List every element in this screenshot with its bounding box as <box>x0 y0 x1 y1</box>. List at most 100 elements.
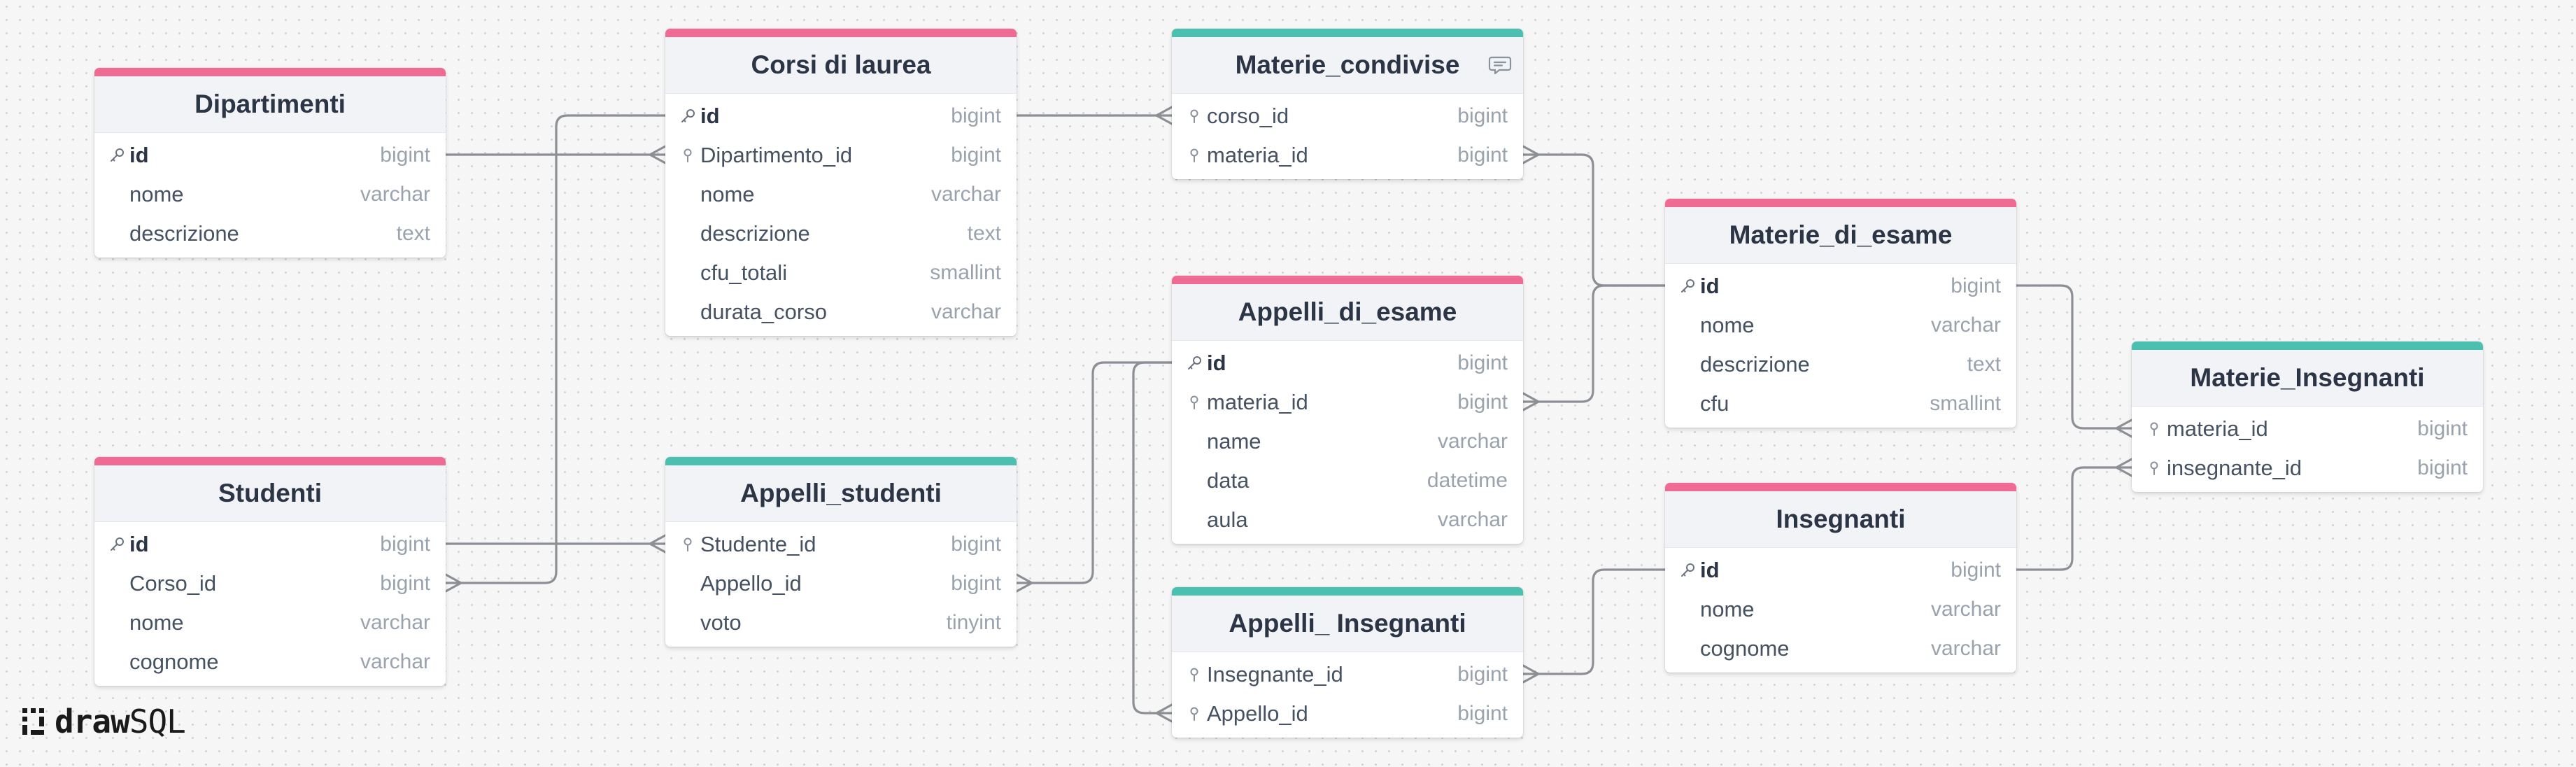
table-title[interactable]: Appelli_di_esame <box>1238 297 1457 326</box>
relation-line[interactable] <box>444 534 667 554</box>
table-title[interactable]: Materie_condivise <box>1235 50 1460 79</box>
column-type: bigint <box>951 143 1001 167</box>
foreign-key-icon <box>2150 461 2158 475</box>
table-header[interactable]: Appelli_di_esame <box>1172 284 1523 341</box>
column-name: id <box>1207 351 1226 375</box>
table-title[interactable]: Insegnanti <box>1776 505 1906 533</box>
column-name: cfu_totali <box>700 260 788 285</box>
table-header[interactable]: Corsi di laurea <box>665 37 1017 94</box>
table-header[interactable]: Studenti <box>94 465 446 522</box>
table-title[interactable]: Appelli_ Insegnanti <box>1229 609 1466 638</box>
relation-line[interactable] <box>444 114 667 593</box>
column-name: durata_corso <box>700 300 827 324</box>
column-name: nome <box>129 182 184 206</box>
table-color-bar <box>1665 483 2016 491</box>
table-title[interactable]: Dipartimenti <box>194 90 346 118</box>
relation-line[interactable] <box>2015 284 2133 438</box>
table-title[interactable]: Appelli_studenti <box>740 479 942 507</box>
table-title[interactable]: Materie_di_esame <box>1729 220 1953 249</box>
column-name: cognome <box>1700 636 1790 661</box>
relation-line[interactable] <box>1015 106 1173 125</box>
table-header[interactable]: Materie_di_esame <box>1665 207 2016 264</box>
table-title[interactable]: Corsi di laurea <box>751 50 931 79</box>
column-type: varchar <box>360 650 430 673</box>
table-header[interactable]: Appelli_ Insegnanti <box>1172 596 1523 652</box>
relation-line[interactable] <box>1522 284 1666 411</box>
table-header[interactable]: Materie_condivise <box>1172 37 1523 94</box>
column-name: cfu <box>1700 391 1729 416</box>
column-type: bigint <box>1457 390 1508 414</box>
column-name: Dipartimento_id <box>700 143 853 167</box>
table-color-bar <box>1172 276 1523 284</box>
relation-line[interactable] <box>1522 568 1666 684</box>
column-name: Studente_id <box>700 532 816 556</box>
relation-line[interactable] <box>2015 458 2133 571</box>
foreign-key-icon <box>1190 668 1198 682</box>
table-title[interactable]: Materie_Insegnanti <box>2190 363 2425 392</box>
relation-line[interactable] <box>1015 361 1173 593</box>
table-title[interactable]: Studenti <box>218 479 322 507</box>
table-header[interactable]: Dipartimenti <box>94 76 446 133</box>
column-type: datetime <box>1427 469 1508 492</box>
column-name: Appello_id <box>1207 701 1308 726</box>
column-name: Appello_id <box>700 571 802 596</box>
comment-icon[interactable] <box>1488 55 1512 76</box>
foreign-key-icon <box>684 148 692 162</box>
table-color-bar <box>1172 29 1523 37</box>
table-header[interactable]: Insegnanti <box>1665 491 2016 548</box>
column-row[interactable]: Dipartimento_id bigint <box>665 136 1017 175</box>
relation-line[interactable] <box>1132 361 1173 723</box>
relation-line[interactable] <box>1522 145 1666 287</box>
table-header[interactable]: Appelli_studenti <box>665 465 1017 522</box>
column-name: aula <box>1207 507 1248 532</box>
column-name: voto <box>700 610 742 635</box>
table-header[interactable]: Materie_Insegnanti <box>2132 350 2483 407</box>
